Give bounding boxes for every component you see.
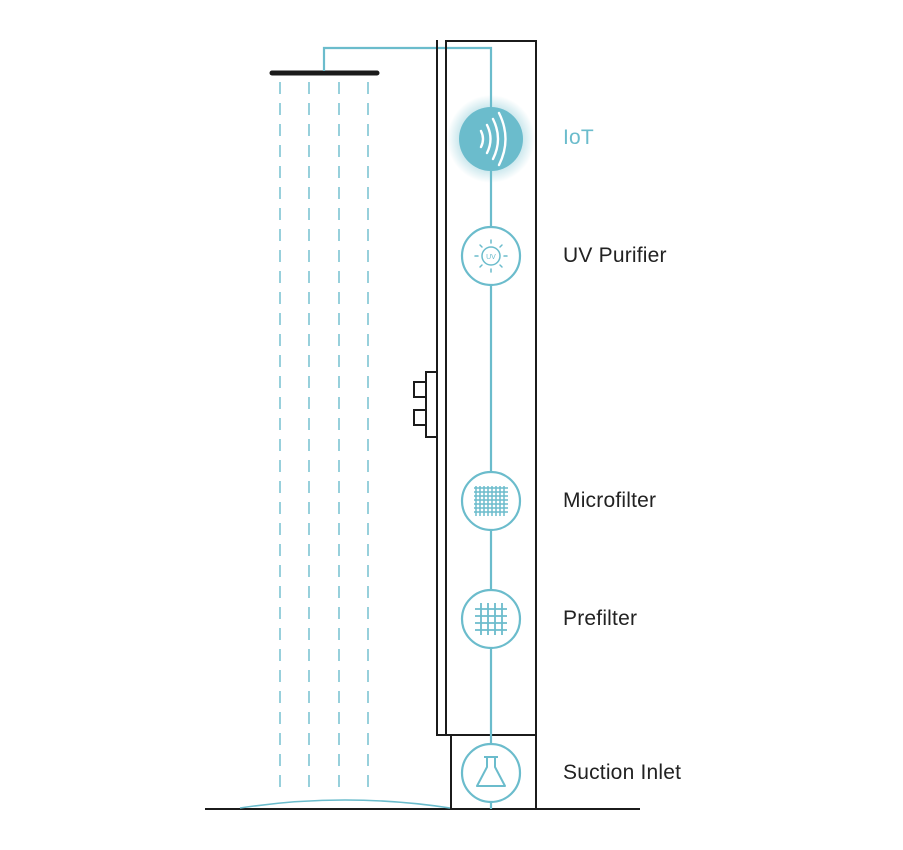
column-back-edge [436,40,447,736]
suction-inlet-node [460,742,522,804]
supply-pipe [322,46,493,108]
stage-label-microfilter: Microfilter [563,489,657,512]
fine-mesh-icon [474,486,508,516]
stage-label-prefilter: Prefilter [563,607,638,630]
column-base [450,734,537,810]
funnel-flask-icon [476,756,506,787]
prefilter-node [460,588,522,650]
iot-node [447,95,535,183]
water-puddle [239,799,451,809]
stage-label-iot: IoT [563,126,594,149]
stage-label-suction-inlet: Suction Inlet [563,761,682,784]
mixer-valve [413,371,437,438]
microfilter-node [460,470,522,532]
stage-label-uv-purifier: UV Purifier [563,244,667,267]
uv-badge: UV [486,254,496,261]
water-streams [279,82,369,795]
coarse-grid-icon [475,603,507,635]
uv-purifier-node: UV [460,225,522,287]
wireless-signal-icon [479,111,507,167]
uv-sun-icon [474,239,508,273]
